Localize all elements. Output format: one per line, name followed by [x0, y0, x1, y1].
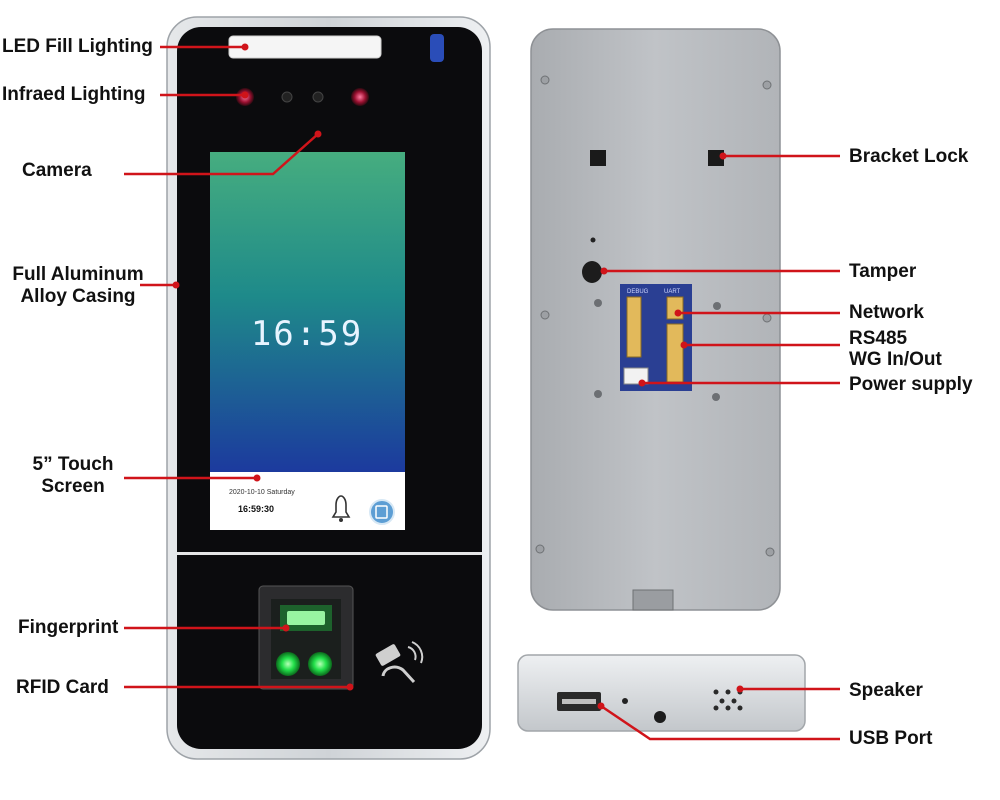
label-casing: Full Aluminum Alloy Casing	[2, 264, 154, 308]
device-front: 16:59 2020-10-10 Saturday 16:59:30	[166, 16, 491, 760]
pointer-usb	[600, 704, 840, 741]
fingerprint-top-led	[287, 611, 325, 625]
screw-hole-top-right	[762, 80, 772, 90]
connector-debug	[626, 296, 642, 358]
status-time: 16:59:30	[238, 504, 274, 514]
label-speaker: Speaker	[849, 680, 923, 701]
side-pinhole	[622, 698, 628, 704]
label-infrared-lighting: Infraed Lighting	[2, 84, 146, 105]
label-touch-screen: 5” Touch Screen	[14, 454, 132, 498]
blue-side-light	[430, 34, 444, 62]
label-usb-port: USB Port	[849, 728, 933, 749]
screw-hole-bottom-right	[765, 547, 775, 557]
label-casing-line2: Alloy Casing	[20, 286, 136, 307]
infrared-led-right	[351, 88, 369, 106]
label-tamper: Tamper	[849, 261, 917, 282]
connector-rs485-wg	[666, 323, 684, 383]
pinhole	[590, 237, 596, 243]
connector-uart	[666, 296, 684, 320]
device-side	[517, 654, 806, 732]
label-casing-line1: Full Aluminum	[12, 264, 144, 285]
fingerprint-led-left	[276, 652, 300, 676]
screw-hole-bottom-left	[535, 544, 545, 554]
bell-icon[interactable]	[331, 495, 351, 522]
label-network: Network	[849, 302, 924, 323]
screw-hole-mid-right	[762, 313, 772, 323]
pointer-lines	[124, 45, 840, 741]
pcb-label-debug: DEBUG	[627, 289, 649, 295]
bottom-notch	[632, 589, 674, 611]
bracket-lock-slot-right	[708, 150, 724, 166]
camera-lens-right	[312, 91, 324, 103]
mount-screw-lower-left	[594, 390, 602, 398]
bracket-lock-slot-left	[590, 150, 606, 166]
pointer-camera	[124, 133, 319, 176]
touch-screen	[210, 152, 405, 472]
led-fill-light	[228, 35, 382, 59]
screen-clock: 16:59	[251, 314, 363, 354]
side-box	[517, 654, 806, 732]
mount-screw-left	[594, 299, 602, 307]
camera-lens-left	[281, 91, 293, 103]
label-touch-line2: Screen	[41, 476, 105, 497]
screw-hole-top-left	[540, 75, 550, 85]
label-led-fill-lighting: LED Fill Lighting	[2, 36, 153, 57]
mount-screw-right	[713, 302, 721, 310]
label-rfid-card: RFID Card	[16, 677, 109, 698]
pointer-dots	[172, 43, 744, 710]
label-bracket-lock: Bracket Lock	[849, 146, 969, 167]
label-wg-in-out: WG In/Out	[849, 349, 942, 370]
label-touch-line1: 5” Touch	[32, 454, 114, 475]
label-rs485: RS485	[849, 328, 908, 349]
screen-divider	[177, 552, 482, 555]
label-power-supply: Power supply	[849, 374, 973, 395]
tamper-button	[582, 261, 602, 283]
rfid-card-icon	[375, 641, 424, 684]
pcb-label-uart: UART	[664, 289, 681, 295]
fingerprint-led-right	[308, 652, 332, 676]
mount-screw-lower-right	[712, 393, 720, 401]
status-date: 2020-10-10 Saturday	[229, 489, 295, 496]
label-fingerprint: Fingerprint	[18, 617, 119, 638]
screw-hole-mid-left	[540, 310, 550, 320]
label-camera: Camera	[22, 160, 92, 181]
usb-port-tongue	[562, 699, 596, 704]
card-reader-icon[interactable]	[369, 499, 395, 525]
device-back: DEBUG UART	[530, 28, 781, 611]
side-button	[654, 711, 666, 723]
